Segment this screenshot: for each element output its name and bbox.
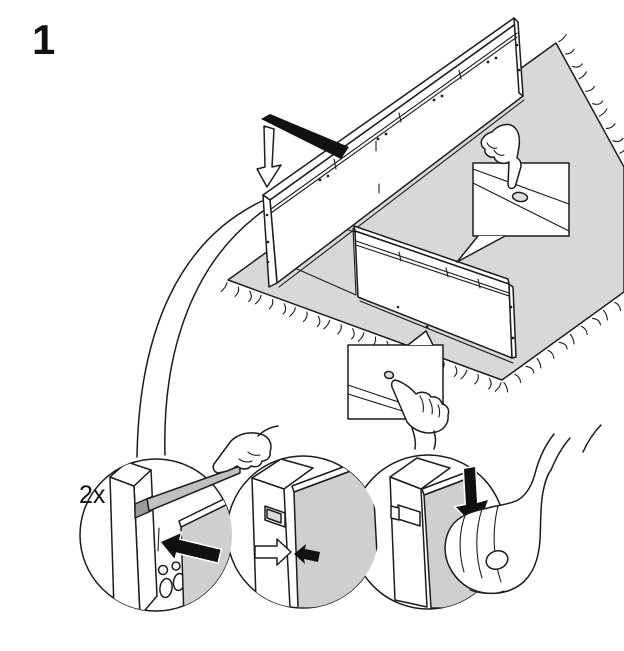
panel-rail-ticks: [333, 69, 462, 194]
callout-top-hole: [456, 162, 570, 263]
place-down-arrow: [256, 114, 349, 188]
panel-rail-ticks: [398, 251, 481, 289]
lower-back-panel: [352, 225, 517, 359]
panel-rail: [146, 465, 241, 512]
pointing-hand-down-icon: [480, 123, 522, 190]
pointing-hand-up-icon: [390, 379, 450, 450]
step-number: 1: [32, 16, 55, 63]
leader-band: [136, 200, 267, 458]
detail-2-scene: [251, 456, 379, 608]
push-left-arrow: [294, 544, 320, 564]
guide-right-arrow: [254, 538, 292, 566]
screw-hole: [511, 191, 529, 203]
pressing-fist-icon: [444, 424, 602, 595]
detail-1-scene: [109, 461, 232, 611]
slide-left-arrow: [158, 530, 223, 565]
panel-holes: [396, 305, 515, 340]
quantity-label: 2x: [79, 481, 106, 509]
panel-holes: [265, 43, 521, 264]
rug-fringe: [220, 34, 624, 393]
pointing-hand-icon: [212, 425, 279, 474]
back-panel: [262, 17, 524, 288]
cam-keyholes: [157, 561, 186, 599]
screw-hole: [383, 370, 395, 380]
